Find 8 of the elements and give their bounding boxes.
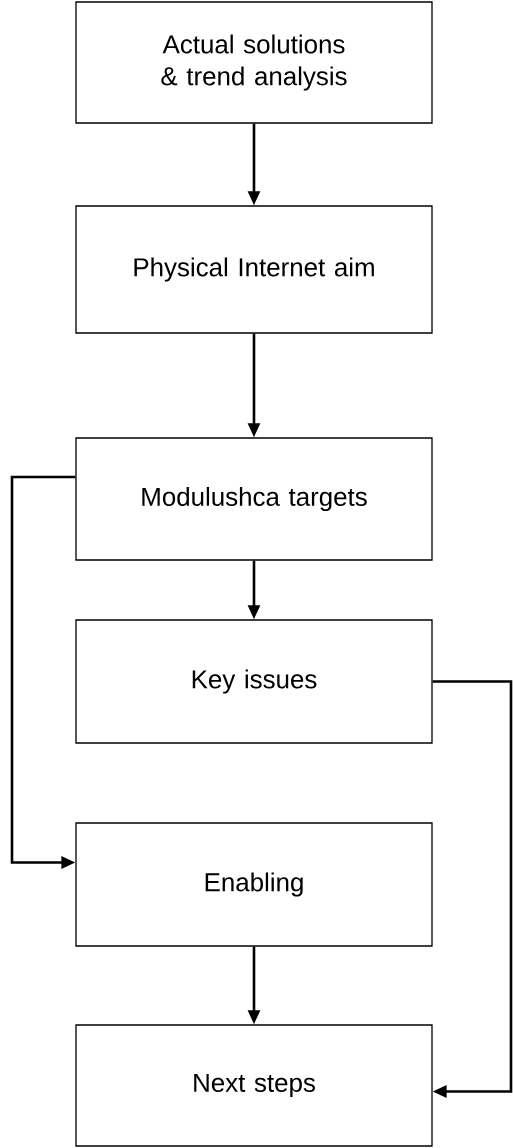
arrow [10,475,76,869]
process-box: Next steps [75,1024,433,1147]
process-box: Key issues [75,619,433,744]
process-box: Physical Internet aim [75,205,433,334]
process-box: Modulushca targets [75,437,433,561]
process-box: Enabling [75,822,433,947]
arrow [432,680,513,1098]
process-box: Actual solutions & trend analysis [75,1,433,124]
